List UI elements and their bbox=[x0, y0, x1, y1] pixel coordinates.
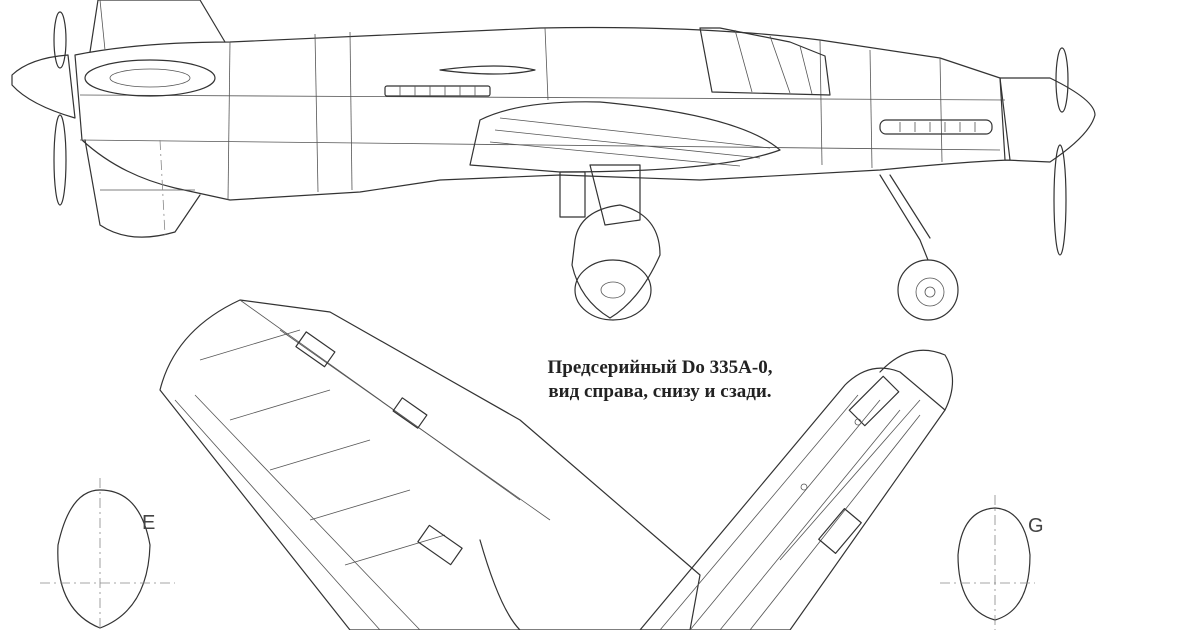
exhaust-stacks-rear bbox=[879, 119, 993, 135]
side-view bbox=[11, 0, 1096, 321]
lower-tail-fin bbox=[84, 139, 201, 238]
section-label-e: E bbox=[142, 512, 156, 534]
exhaust-stacks-front bbox=[384, 85, 491, 97]
caption-line-2: вид справа, снизу и сзади. bbox=[548, 381, 772, 402]
section-label-g: G bbox=[1028, 515, 1044, 537]
drawing-caption: Предсерийный Do 335A-0, вид справа, сниз… bbox=[470, 356, 850, 404]
aft-propeller bbox=[999, 47, 1096, 256]
cockpit-canopy bbox=[699, 27, 831, 96]
rear-landing-gear bbox=[879, 174, 959, 321]
section-e bbox=[40, 478, 175, 630]
front-spinner bbox=[879, 349, 954, 411]
fuselage-bottom bbox=[639, 367, 946, 630]
section-g bbox=[940, 495, 1035, 630]
wing-root bbox=[469, 101, 781, 173]
main-landing-gear bbox=[559, 164, 661, 321]
caption-line-1: Предсерийный Do 335A-0, bbox=[547, 357, 773, 378]
wing-planform bbox=[159, 299, 701, 630]
bottom-view bbox=[159, 299, 954, 630]
front-propeller bbox=[11, 11, 76, 206]
upper-tail-fin bbox=[89, 0, 226, 53]
